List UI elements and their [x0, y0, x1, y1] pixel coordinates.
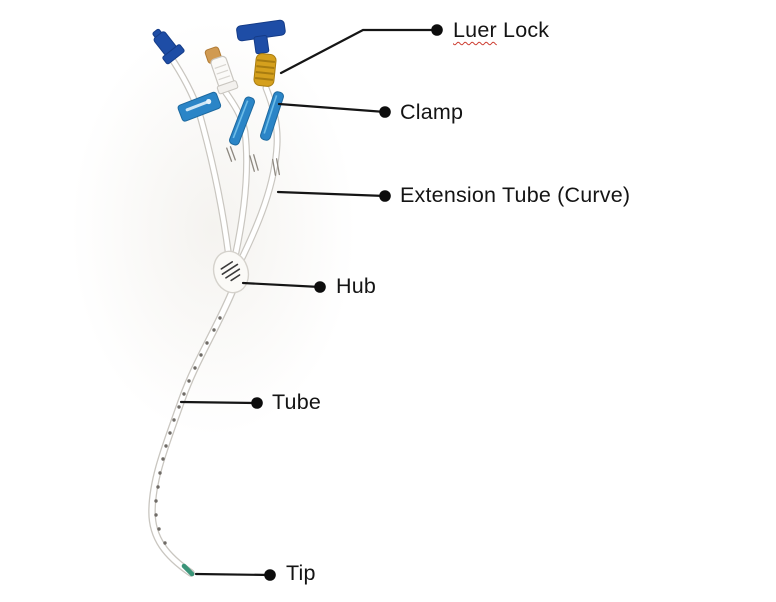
- extension-tube-left: [166, 52, 233, 262]
- label-bullet-tip: [264, 569, 276, 581]
- leader-line-extension-tube: [276, 190, 387, 198]
- leader-line-luer-lock: [279, 28, 438, 75]
- label-bullet-tube: [251, 397, 263, 409]
- leader-lines: [179, 24, 443, 581]
- t-cap-blue: [236, 19, 286, 55]
- label-luer-lock: Luer Lock: [453, 18, 550, 43]
- tube-print-band: [226, 146, 236, 162]
- tube-print-band: [271, 158, 281, 176]
- label-clamp: Clamp: [400, 100, 464, 125]
- catheter-tip: [181, 563, 195, 577]
- label-luer-lock-word1: Luer: [453, 18, 497, 43]
- pinch-clamp: [229, 96, 255, 146]
- injection-cap-blue: [152, 28, 185, 65]
- hub-part: [212, 250, 250, 294]
- slide-clamp: [177, 91, 222, 122]
- leader-line-tube: [179, 400, 259, 405]
- pinch-clamp: [260, 91, 284, 141]
- leader-line-tip: [194, 572, 272, 577]
- label-tube: Tube: [272, 390, 322, 415]
- label-extension-tube: Extension Tube (Curve): [400, 183, 631, 208]
- label-bullet-luer-lock: [431, 24, 443, 36]
- clear-connector: [204, 46, 239, 95]
- label-hub: Hub: [336, 274, 377, 299]
- extension-tube-middle: [220, 86, 251, 261]
- tube-print-band: [249, 154, 259, 172]
- label-bullet-clamp: [379, 106, 391, 118]
- leader-line-clamp: [277, 102, 387, 114]
- label-tip: Tip: [286, 561, 316, 586]
- main-tube: [148, 288, 236, 577]
- depth-markings: [154, 316, 222, 545]
- label-bullet-extension-tube: [379, 190, 391, 202]
- luer-lock-part: [253, 53, 277, 87]
- label-bullet-hub: [314, 281, 326, 293]
- leader-line-hub: [241, 281, 322, 289]
- label-luer-lock-word2: Lock: [503, 18, 550, 43]
